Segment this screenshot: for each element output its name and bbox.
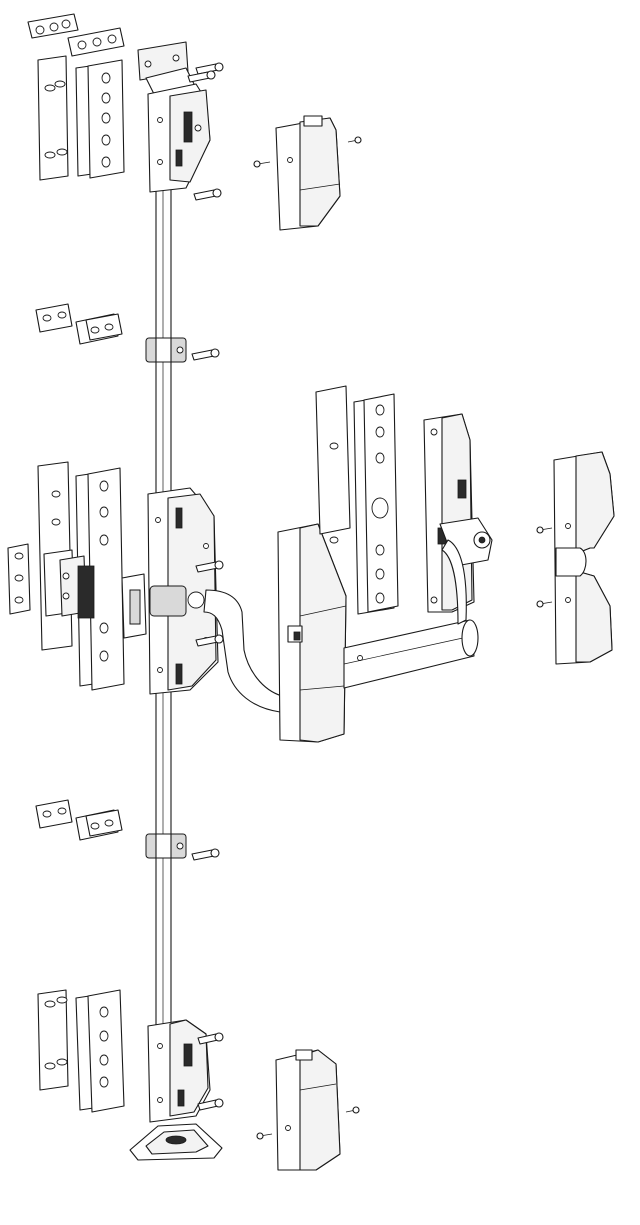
upper-rod-guide-plates [35, 303, 123, 345]
top-latch-unit [137, 41, 224, 201]
screws-end-cap [536, 526, 553, 608]
center-lock-case [147, 487, 224, 695]
end-cap [536, 451, 615, 665]
lower-rod-guide [145, 833, 220, 861]
push-bar [277, 385, 493, 743]
bottom-end-cover [256, 1049, 360, 1171]
top-end-cover [253, 115, 362, 231]
bottom-latch-unit [147, 1019, 224, 1123]
screws-bottom-cover [256, 1106, 360, 1140]
screws-top-cover [253, 136, 362, 168]
floor-strike [129, 1123, 223, 1161]
lower-rod-guide-plates [35, 799, 123, 841]
center-mounting-plates [7, 461, 147, 691]
top-strike-plates [27, 13, 125, 181]
bottom-strike-plates [37, 989, 125, 1113]
upper-rod-guide [145, 337, 220, 363]
screws-top-latch [187, 62, 224, 201]
